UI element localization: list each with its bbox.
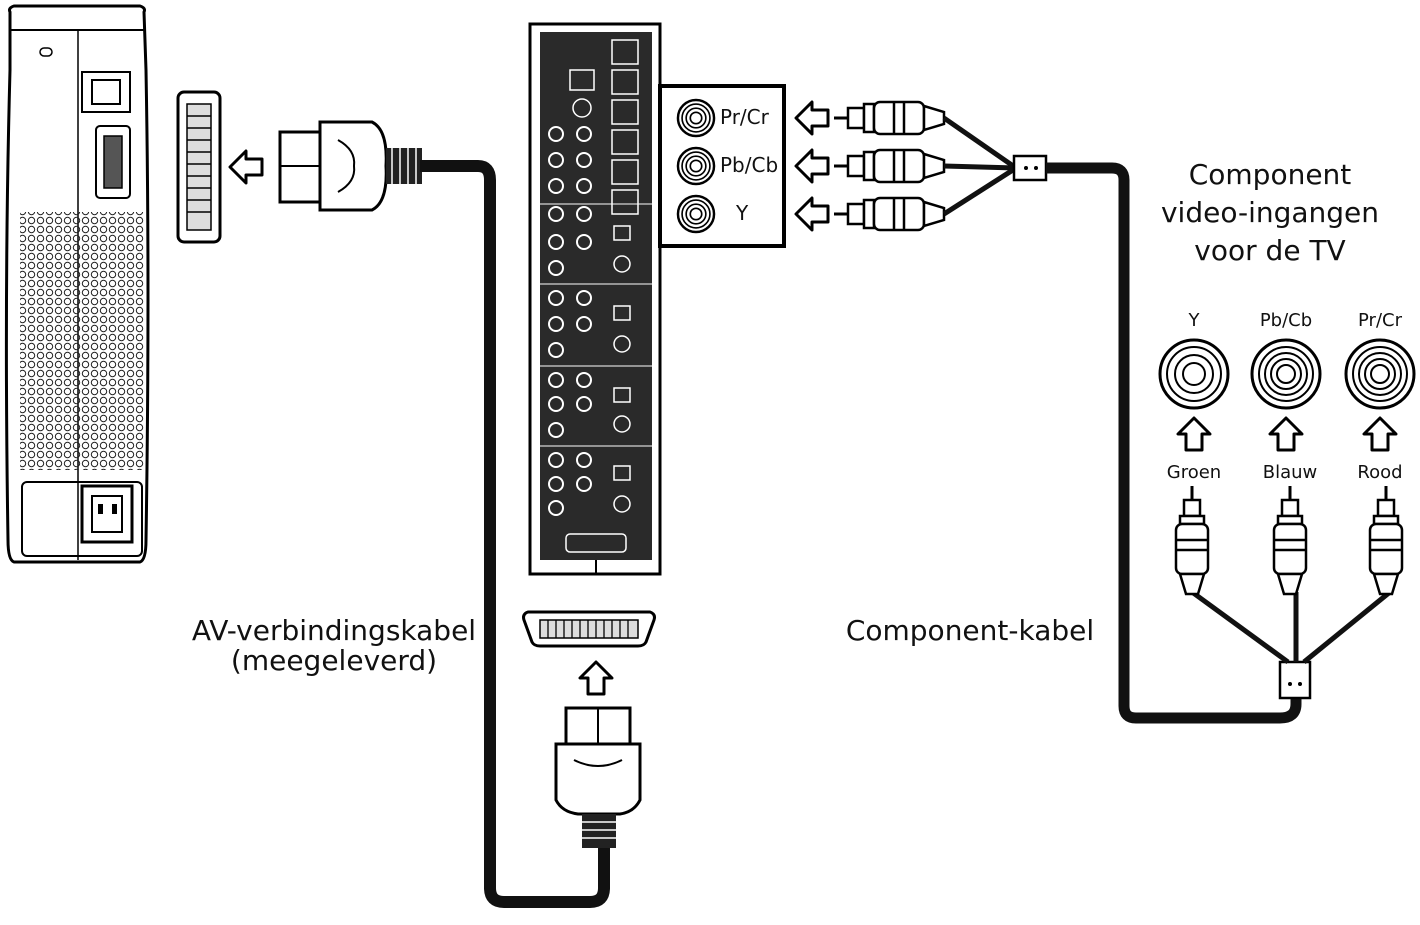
arrow-icon: [794, 148, 830, 184]
tv-port-label: Pr/Cr: [1358, 310, 1403, 331]
tv-color-label: Rood: [1357, 462, 1402, 483]
arrow-icon: [1176, 416, 1212, 452]
hub-port-label: Y: [735, 201, 749, 225]
av-cable: [420, 160, 610, 908]
arrow-icon: [794, 100, 830, 136]
arrow-icon: [228, 149, 264, 185]
rca-jack-icon: [676, 194, 716, 234]
hub-port-label: Pr/Cr: [720, 105, 770, 129]
arrow-icon: [578, 660, 614, 696]
tv-port-label: Pb/Cb: [1260, 310, 1312, 331]
rca-jack-icon: [1158, 338, 1230, 410]
component-cable: [942, 115, 1392, 724]
tv-title-line1: Component: [1189, 158, 1352, 191]
tv-color-label: Groen: [1167, 462, 1221, 483]
rca-plug-icon: [1174, 486, 1404, 596]
rca-plug-icon: [834, 100, 946, 232]
hub-callout: Pr/Cr Pb/Cb Y: [658, 84, 786, 248]
arrow-icon: [794, 196, 830, 232]
tv-title-line2: video-ingangen: [1161, 196, 1379, 229]
rca-jack-icon: [676, 98, 716, 138]
component-cable-label: Component-kabel: [846, 614, 1094, 647]
console-icon: [4, 4, 150, 564]
tv-title-line3: voor de TV: [1194, 234, 1345, 267]
av-cable-label-line2: (meegeleverd): [231, 644, 437, 677]
hub-box-icon: [528, 22, 662, 576]
rca-jack-icon: [1344, 338, 1416, 410]
rca-jack-icon: [1250, 338, 1322, 410]
arrow-icon: [1268, 416, 1304, 452]
arrow-icon: [1362, 416, 1398, 452]
av-port-icon: [176, 90, 222, 244]
av-connector-icon: [554, 706, 642, 848]
hub-port-label: Pb/Cb: [720, 153, 778, 177]
tv-color-label: Blauw: [1263, 462, 1318, 483]
av-cable-label-line1: AV-verbindingskabel: [192, 614, 476, 647]
rca-jack-icon: [676, 146, 716, 186]
av-port-icon: [522, 610, 656, 648]
tv-port-label: Y: [1188, 310, 1201, 331]
av-connector-icon: [278, 120, 422, 212]
